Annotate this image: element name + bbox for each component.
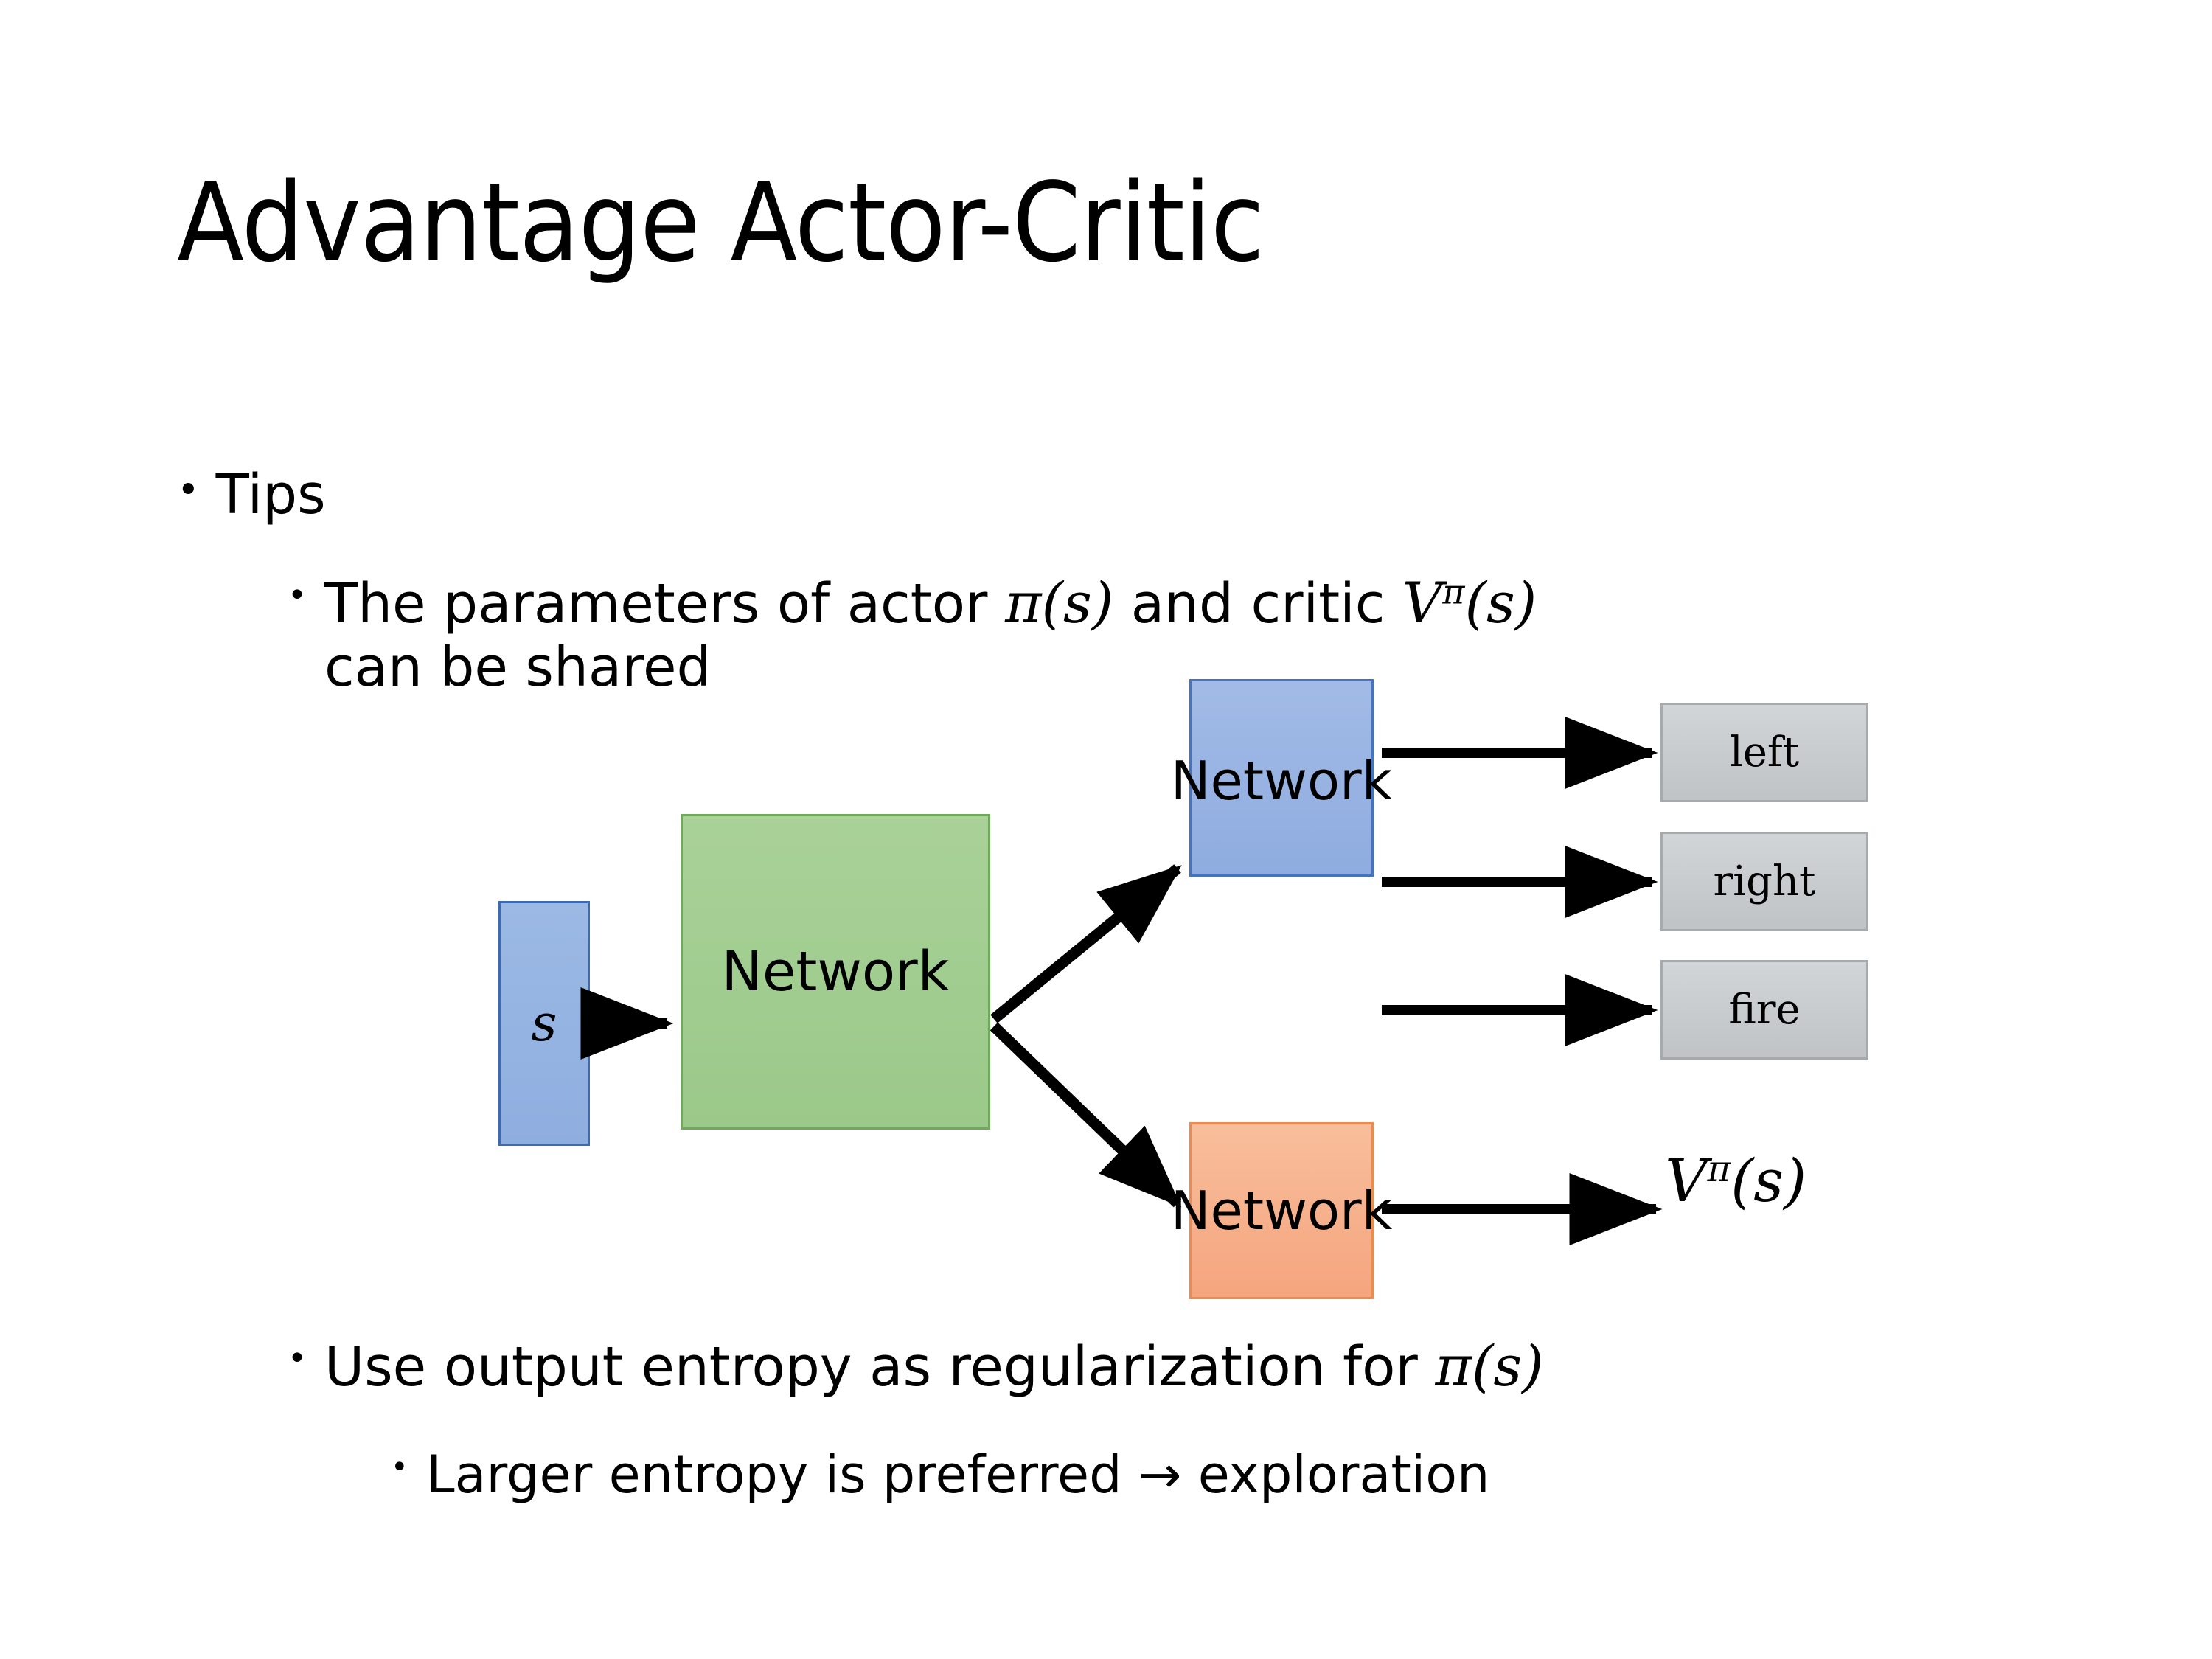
actor-network-box[interactable]: Network xyxy=(1171,679,1392,877)
bullet-marker-icon: • xyxy=(288,1340,307,1377)
value-v-base: V xyxy=(1665,1147,1708,1215)
critic-network-box[interactable]: Network xyxy=(1171,1122,1392,1299)
action-output-right[interactable]: right xyxy=(1660,832,1868,931)
bullet-marker-icon: • xyxy=(177,468,200,512)
math-v-base: V xyxy=(1402,571,1443,636)
actor-network-label: Network xyxy=(1170,750,1393,812)
bullet-shared-parameters: • The parameters of actor π(s) and criti… xyxy=(288,571,2101,700)
bullet-shared-parameters-text: The parameters of actor π(s) and critic … xyxy=(324,571,2101,700)
math-v-superscript-pi: π xyxy=(1442,571,1465,612)
entropy-text-pre: Use output entropy as regularization for xyxy=(324,1335,1436,1399)
action-output-left[interactable]: left xyxy=(1660,703,1868,802)
shared-params-line1-mid: and critic xyxy=(1113,572,1402,636)
math-pi-of-s: π(s) xyxy=(1004,571,1114,636)
bullet-larger-entropy-label: Larger entropy is preferred → exploratio… xyxy=(425,1444,1490,1505)
shared-network-label: Network xyxy=(721,940,950,1004)
critic-network-label: Network xyxy=(1170,1180,1393,1242)
bullet-marker-icon: • xyxy=(288,577,307,614)
bullet-entropy-regularization: • Use output entropy as regularization f… xyxy=(288,1334,2116,1399)
page-title: Advantage Actor-Critic xyxy=(177,159,1265,286)
action-output-right-label: right xyxy=(1713,858,1816,905)
value-function-output-label: Vπ(s) xyxy=(1665,1147,1806,1215)
value-v-argument: (s) xyxy=(1731,1147,1807,1215)
bullet-larger-entropy: • Larger entropy is preferred → explorat… xyxy=(391,1444,2146,1505)
math-pi-of-s: π(s) xyxy=(1435,1334,1544,1399)
input-state-box[interactable]: s xyxy=(498,901,590,1146)
bullet-entropy-text: Use output entropy as regularization for… xyxy=(324,1334,2116,1399)
bullet-marker-icon: • xyxy=(391,1450,408,1484)
shared-params-line2: can be shared xyxy=(324,635,712,699)
bullet-tips-label: Tips xyxy=(215,463,326,526)
input-state-label: s xyxy=(531,994,557,1053)
value-v-superscript-pi: π xyxy=(1707,1149,1731,1190)
action-output-left-label: left xyxy=(1729,728,1800,776)
arrow-shared-to-critic-network xyxy=(990,1022,1182,1208)
math-v-argument: (s) xyxy=(1464,571,1537,636)
arrow-shared-to-actor-network xyxy=(990,864,1182,1023)
bullet-tips: • Tips xyxy=(177,465,326,526)
action-output-fire-label: fire xyxy=(1728,986,1801,1034)
shared-network-box[interactable]: Network xyxy=(681,814,990,1130)
shared-params-line1-pre: The parameters of actor xyxy=(324,572,1005,636)
action-output-fire[interactable]: fire xyxy=(1660,960,1868,1060)
